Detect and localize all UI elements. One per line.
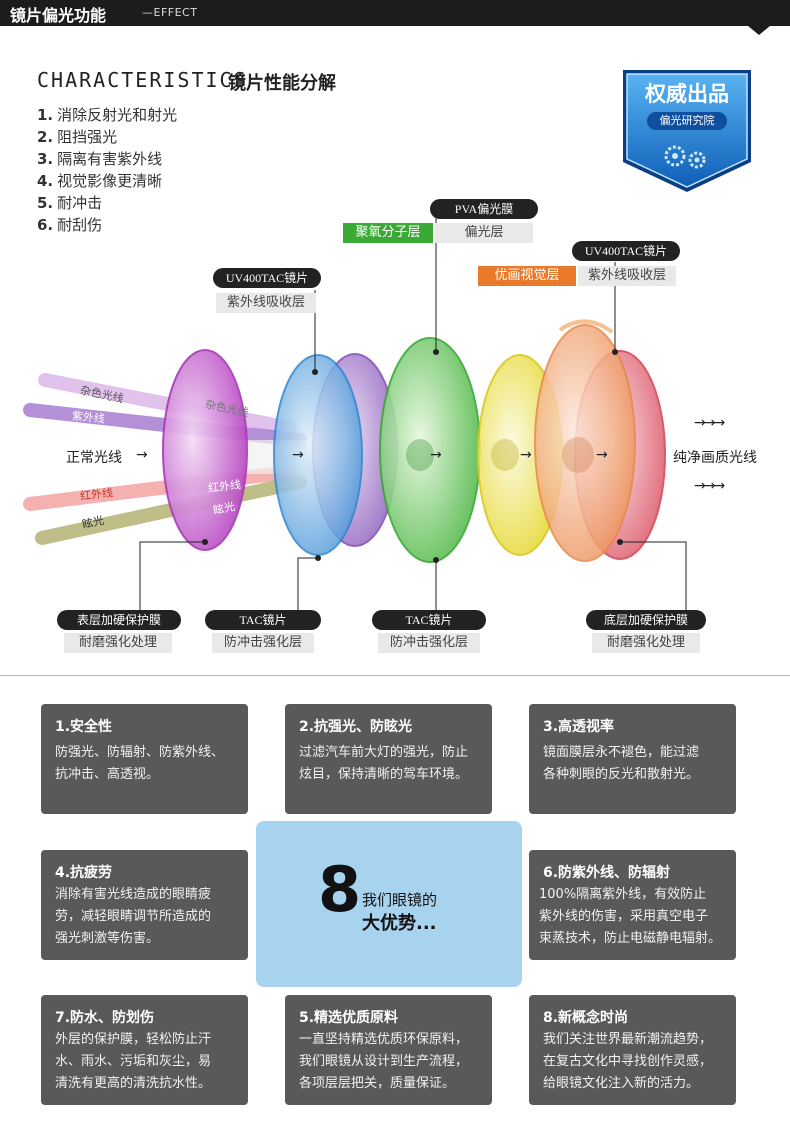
characteristic-item: 3.隔离有害紫外线 xyxy=(37,150,163,168)
tac-lens-1-sub: 防冲击强化层 xyxy=(212,633,314,653)
advantage-card-body: 一直坚持精选优质环保原料，我们眼镜从设计到生产流程，各项层层把关，质量保证。 xyxy=(299,1032,469,1091)
arrow-icon: → xyxy=(292,447,304,463)
tag-tac-lens-1: TAC镜片 xyxy=(205,610,321,630)
characteristic-item: 4.视觉影像更清晰 xyxy=(37,172,163,190)
advantage-card-title: 2.抗强光、防眩光 xyxy=(299,719,413,735)
tag-top-hard-coat: 表层加硬保护膜 xyxy=(57,610,181,630)
advantage-card-body: 镜面膜层永不褪色，能过滤各种刺眼的反光和散射光。 xyxy=(543,745,700,782)
advantage-card-body: 我们关注世界最新潮流趋势，在复古文化中寻找创作灵感，给眼镜文化注入新的活力。 xyxy=(543,1032,713,1091)
authority-badge: 权威出品 偏光研究院 xyxy=(617,66,757,196)
badge-title: 权威出品 xyxy=(645,82,729,106)
output-label: 纯净画质光线 xyxy=(673,450,757,466)
badge-shield-icon xyxy=(623,70,751,192)
advantages-count: 8 xyxy=(318,853,362,926)
arrow-icon: → xyxy=(430,447,442,463)
pva-green-label: 聚氧分子层 xyxy=(343,223,433,243)
tag-pva-film: PVA偏光膜 xyxy=(430,199,538,219)
characteristic-item: 6.耐刮伤 xyxy=(37,216,103,234)
header-title: 镜片偏光功能 xyxy=(10,6,107,25)
advantage-card: 6.防紫外线、防辐射 100%隔离紫外线，有效防止紫外线的伤害，采用真空电子束蒸… xyxy=(529,850,736,960)
advantage-card: 2.抗强光、防眩光 过滤汽车前大灯的强光，防止炫目，保持清晰的驾车环境。 xyxy=(285,704,492,814)
lens-diagram xyxy=(23,215,687,610)
advantage-card-title: 8.新概念时尚 xyxy=(543,1010,629,1026)
advantage-card: 7.防水、防划伤 外层的保护膜，轻松防止汗水、雨水、污垢和灰尘，易清洗有更高的清… xyxy=(41,995,248,1105)
output-arrows-icon: →→→ xyxy=(694,478,725,494)
advantage-card-title: 6.防紫外线、防辐射 xyxy=(543,865,671,881)
characteristic-item: 5.耐冲击 xyxy=(37,194,103,212)
tag-uv400-right: UV400TAC镜片 xyxy=(572,241,680,261)
arrow-icon: → xyxy=(596,447,608,463)
advantage-card-title: 1.安全性 xyxy=(55,719,113,735)
bottom-hard-coat-sub: 耐磨强化处理 xyxy=(592,633,700,653)
advantages-heading-line2: 大优势... xyxy=(362,913,437,934)
arrow-icon: → xyxy=(136,447,148,463)
light-label-ir: 红外线 xyxy=(79,486,114,503)
eight-advantages-box: 8 我们眼镜的 大优势... xyxy=(256,821,522,987)
light-label-uv: 紫外线 xyxy=(71,409,106,426)
advantages-heading-line1: 我们眼镜的 xyxy=(362,891,438,909)
advantage-card: 1.安全性 防强光、防辐射、防紫外线、抗冲击、高透视。 xyxy=(41,704,248,814)
lens-label-ir: 红外线 xyxy=(207,478,242,495)
uv-left-sub-label: 紫外线吸收层 xyxy=(216,293,316,313)
uv-right-sub-label: 紫外线吸收层 xyxy=(578,266,676,286)
advantage-card: 5.精选优质原料 一直坚持精选优质环保原料，我们眼镜从设计到生产流程，各项层层把… xyxy=(285,995,492,1105)
characteristic-item: 2.阻挡强光 xyxy=(37,128,118,146)
advantage-card-title: 5.精选优质原料 xyxy=(299,1010,399,1026)
output-arrows-icon: →→→ xyxy=(694,415,725,431)
characteristic-item: 1.消除反射光和射光 xyxy=(37,106,178,124)
advantage-card-title: 4.抗疲劳 xyxy=(55,865,113,881)
advantage-card-body: 防强光、防辐射、防紫外线、抗冲击、高透视。 xyxy=(55,745,225,782)
badge-subtitle: 偏光研究院 xyxy=(647,112,727,130)
advantage-card-title: 7.防水、防划伤 xyxy=(55,1010,155,1026)
characteristics-title-cn: 镜片性能分解 xyxy=(228,73,336,94)
advantage-card-body: 消除有害光线造成的眼睛疲劳，减轻眼睛调节所造成的强光刺激等伤害。 xyxy=(55,887,212,946)
tag-tac-lens-2: TAC镜片 xyxy=(372,610,486,630)
advantage-card: 8.新概念时尚 我们关注世界最新潮流趋势，在复古文化中寻找创作灵感，给眼镜文化注… xyxy=(529,995,736,1105)
advantage-card-body: 外层的保护膜，轻松防止汗水、雨水、污垢和灰尘，易清洗有更高的清洗抗水性。 xyxy=(55,1032,212,1091)
pva-sub-label: 偏光层 xyxy=(435,223,533,243)
uv-right-orange-label: 优画视觉层 xyxy=(478,266,576,286)
header-subtitle: —EFFECT xyxy=(142,6,198,19)
arrow-icon: → xyxy=(520,447,532,463)
header-bar xyxy=(0,0,790,26)
advantage-card: 4.抗疲劳 消除有害光线造成的眼睛疲劳，减轻眼睛调节所造成的强光刺激等伤害。 xyxy=(41,850,248,960)
advantage-card-body: 过滤汽车前大灯的强光，防止炫目，保持清晰的驾车环境。 xyxy=(299,745,469,782)
light-label-normal: 正常光线 xyxy=(66,450,122,466)
characteristics-title: CHARACTERISTICS xyxy=(37,68,248,92)
tac-lens-2-sub: 防冲击强化层 xyxy=(378,633,480,653)
advantage-card-title: 3.高透视率 xyxy=(543,719,615,735)
top-hard-coat-sub: 耐磨强化处理 xyxy=(64,633,172,653)
section-divider xyxy=(0,675,790,676)
tag-uv400-left: UV400TAC镜片 xyxy=(213,268,321,288)
advantage-card: 3.高透视率 镜面膜层永不褪色，能过滤各种刺眼的反光和散射光。 xyxy=(529,704,736,814)
header-pointer xyxy=(748,26,770,35)
tag-bottom-hard-coat: 底层加硬保护膜 xyxy=(586,610,706,630)
advantage-card-body: 100%隔离紫外线，有效防止紫外线的伤害，采用真空电子束蒸技术，防止电磁静电辐射… xyxy=(539,887,722,946)
